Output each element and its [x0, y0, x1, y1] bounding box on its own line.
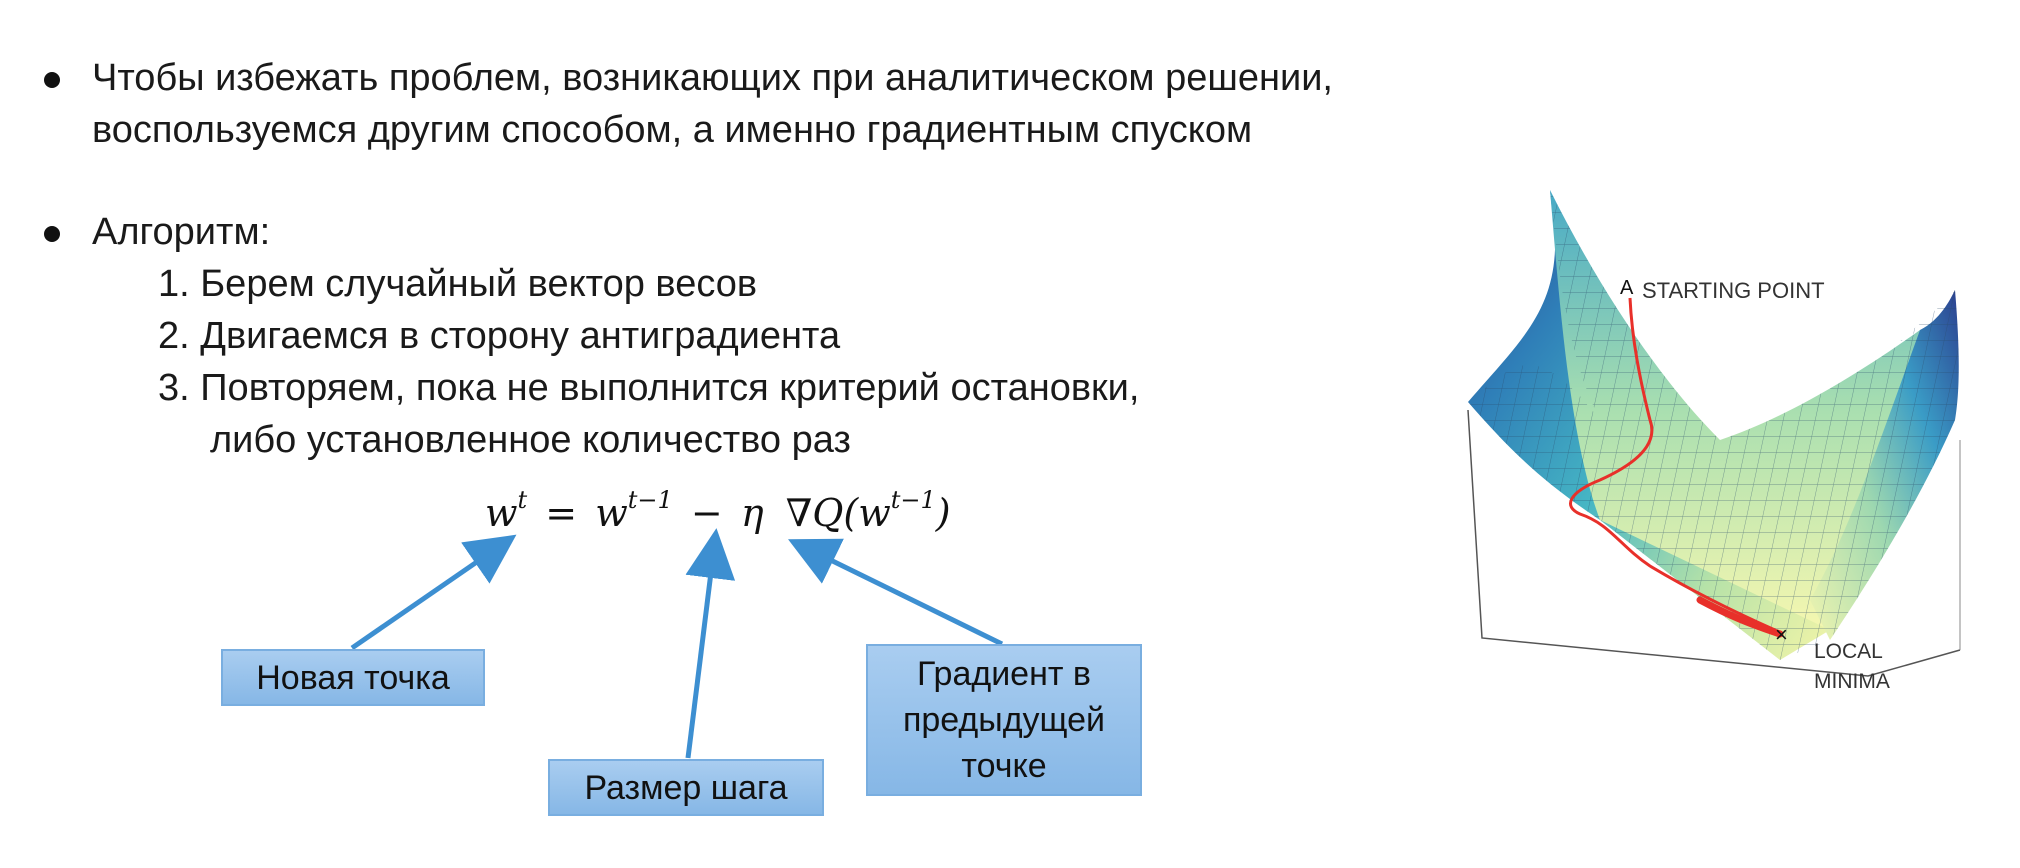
loss-surface-figure: A × STARTING POINT LOCAL MINIMA — [1467, 190, 1961, 693]
update-formula: wt = wt−1 − η ∇Q(wt−1) — [485, 486, 951, 535]
formula-close-paren: ) — [935, 491, 951, 535]
callout-gradient-line-2: предыдущей — [902, 701, 1106, 739]
arrow-gradient — [788, 538, 1004, 647]
formula-w-sup: t — [517, 486, 528, 514]
callout-step-size-label: Размер шага — [584, 768, 788, 807]
bullet-1-line-2: воспользуемся другим способом, а именно … — [92, 109, 1253, 151]
formula-w-prev-sup: t−1 — [627, 486, 673, 514]
step-2: 2. Двигаемся в сторону антиградиента — [158, 315, 841, 357]
arrow-step-size — [685, 528, 736, 759]
formula-eta: η — [740, 491, 764, 535]
descent-path-end — [1696, 596, 1784, 638]
callout-gradient: Градиент в предыдущей точке — [866, 644, 1142, 796]
step-3-continuation: либо установленное количество раз — [210, 419, 851, 461]
surface-grid — [1468, 190, 1959, 660]
descent-path — [1569, 297, 1776, 632]
formula-gradient-sup: t−1 — [890, 486, 936, 514]
callout-new-point-label: Новая точка — [256, 658, 450, 697]
starting-point-label: STARTING POINT — [1642, 278, 1825, 303]
step-1: 1. Берем случайный вектор весов — [158, 263, 758, 305]
arrow-new-point — [350, 534, 517, 651]
bullet-2-heading: Алгоритм: — [92, 211, 271, 253]
local-minima-label-2: MINIMA — [1814, 670, 1890, 693]
callout-gradient-line-3: точке — [961, 747, 1047, 785]
local-minima-label-1: LOCAL — [1814, 640, 1883, 663]
start-marker: A — [1620, 277, 1634, 299]
surface-left-wing — [1468, 190, 1830, 660]
bullet-dot — [44, 226, 60, 242]
formula-w-prev: w — [595, 491, 628, 535]
callout-step-size: Размер шага — [548, 759, 824, 816]
min-marker: × — [1775, 622, 1788, 647]
bullet-dot — [44, 72, 60, 88]
callout-gradient-line-1: Градиент в — [917, 655, 1091, 693]
formula-gradient: ∇Q(w — [785, 491, 891, 535]
step-3: 3. Повторяем, пока не выполнится критери… — [158, 367, 1140, 409]
callout-new-point: Новая точка — [221, 649, 485, 706]
bullet-1-line-1: Чтобы избежать проблем, возникающих при … — [92, 57, 1333, 99]
formula-w: w — [485, 491, 518, 535]
formula-minus: − — [690, 491, 723, 535]
formula-equals: = — [545, 491, 578, 535]
axis-box — [1467, 409, 1961, 677]
